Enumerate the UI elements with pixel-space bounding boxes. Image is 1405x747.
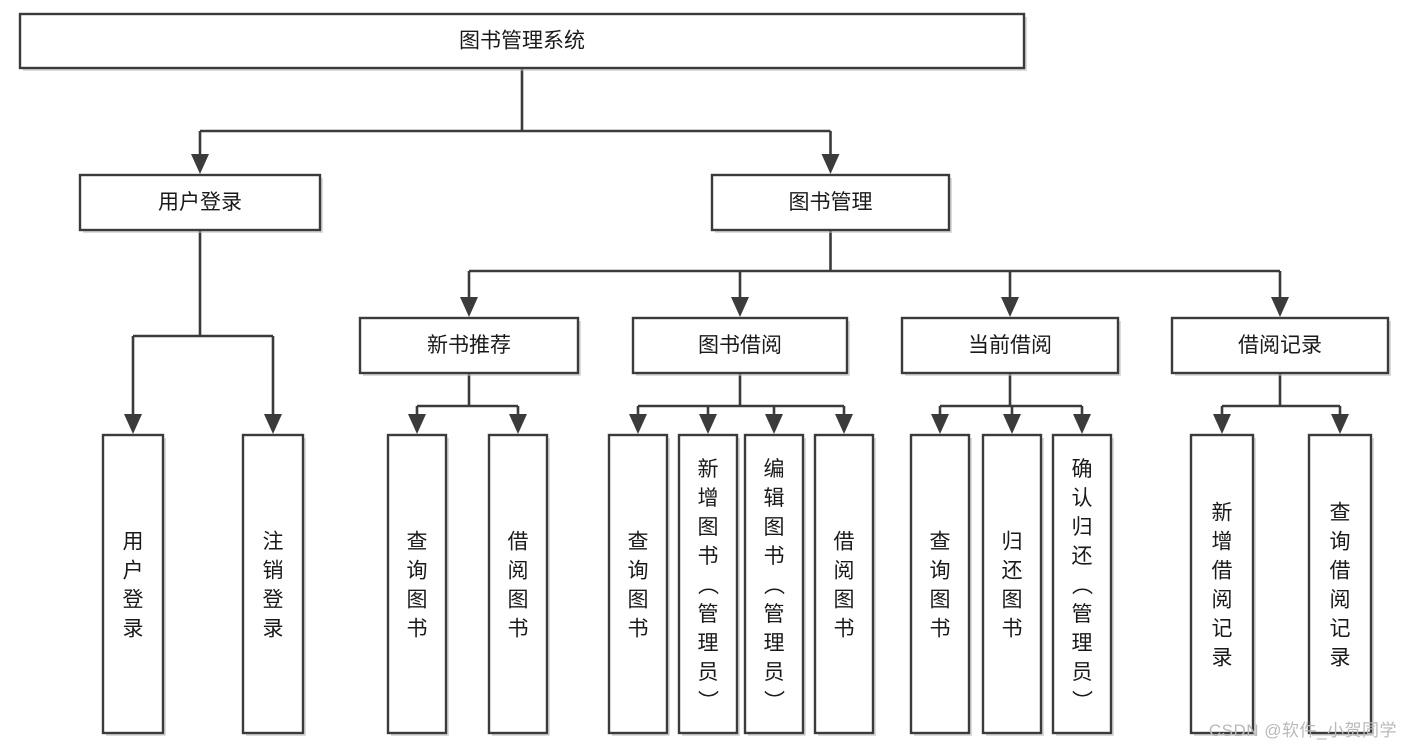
node-label-current-borrow: 当前借阅 <box>968 334 1052 357</box>
arrow-head-leaf-add-book <box>699 414 717 434</box>
node-label-leaf-borrow-book-rec: 借阅图书 <box>508 531 529 641</box>
csdn-watermark: CSDN @软件_小贺同学 <box>1208 721 1397 740</box>
node-box-root[interactable] <box>18 12 1026 70</box>
node-label-leaf-add-record: 新增借阅记录 <box>1212 502 1233 670</box>
node-label-book-borrow: 图书借阅 <box>698 334 782 357</box>
node-box-leaf-borrow-book[interactable] <box>813 433 875 735</box>
node-box-leaf-add-book[interactable] <box>677 433 739 735</box>
arrow-head-current-borrow <box>1001 297 1019 317</box>
node-label-borrow-record: 借阅记录 <box>1238 334 1322 357</box>
node-current-borrow[interactable]: 当前借阅 <box>900 316 1121 376</box>
node-leaf-edit-book[interactable]: 编辑图书（管理员） <box>743 433 806 736</box>
arrow-head-leaf-borrow-book-rec <box>509 414 527 434</box>
arrow-head-new-book-rec <box>460 297 478 317</box>
node-box-new-book-rec[interactable] <box>358 316 580 375</box>
node-label-leaf-query-book-cur: 查询图书 <box>930 531 951 641</box>
node-leaf-return-book[interactable]: 归还图书 <box>981 433 1044 736</box>
arrow-head-leaf-query-record <box>1331 414 1349 434</box>
node-leaf-query-book-cur[interactable]: 查询图书 <box>909 433 972 736</box>
node-box-leaf-return-book[interactable] <box>981 433 1043 735</box>
node-label-leaf-add-book: 新增图书（管理员） <box>698 458 720 713</box>
arrow-head-leaf-query-book-rec <box>408 414 426 434</box>
node-label-leaf-borrow-book: 借阅图书 <box>834 531 855 641</box>
arrow-head-leaf-edit-book <box>765 414 783 434</box>
node-box-leaf-user-login[interactable] <box>101 433 165 735</box>
node-leaf-query-record[interactable]: 查询借阅记录 <box>1307 433 1374 736</box>
node-borrow-record[interactable]: 借阅记录 <box>1170 316 1391 376</box>
arrow-head-leaf-return-book <box>1003 414 1021 434</box>
arrow-head-borrow-record <box>1271 297 1289 317</box>
node-label-user-login: 用户登录 <box>158 191 242 214</box>
arrow-head-leaf-query-book-cur <box>931 414 949 434</box>
node-box-leaf-query-book-rec[interactable] <box>386 433 448 735</box>
arrow-head-book-borrow <box>731 297 749 317</box>
node-book-manage[interactable]: 图书管理 <box>710 173 952 233</box>
node-box-leaf-query-record[interactable] <box>1307 433 1373 735</box>
node-leaf-logout[interactable]: 注销登录 <box>241 433 306 736</box>
node-box-leaf-query-book-cur[interactable] <box>909 433 971 735</box>
node-label-leaf-logout: 注销登录 <box>263 531 284 641</box>
node-label-root: 图书管理系统 <box>459 30 585 53</box>
node-leaf-add-record[interactable]: 新增借阅记录 <box>1189 433 1256 736</box>
node-box-book-manage[interactable] <box>710 173 951 232</box>
node-leaf-query-book-borrow[interactable]: 查询图书 <box>607 433 670 736</box>
node-label-book-manage: 图书管理 <box>789 191 873 214</box>
node-leaf-borrow-book[interactable]: 借阅图书 <box>813 433 876 736</box>
node-box-leaf-add-record[interactable] <box>1189 433 1255 735</box>
arrow-head-leaf-confirm-return <box>1073 414 1091 434</box>
node-box-leaf-edit-book[interactable] <box>743 433 805 735</box>
node-label-leaf-return-book: 归还图书 <box>1002 531 1023 641</box>
node-book-borrow[interactable]: 图书借阅 <box>631 316 850 376</box>
arrow-head-leaf-logout <box>264 414 282 434</box>
arrow-head-leaf-borrow-book <box>835 414 853 434</box>
node-leaf-add-book[interactable]: 新增图书（管理员） <box>677 433 740 736</box>
node-box-book-borrow[interactable] <box>631 316 849 375</box>
node-label-leaf-query-book-borrow: 查询图书 <box>628 531 649 641</box>
node-root[interactable]: 图书管理系统 <box>18 12 1027 71</box>
node-leaf-user-login[interactable]: 用户登录 <box>101 433 166 736</box>
arrow-head-leaf-user-login <box>124 414 142 434</box>
node-new-book-rec[interactable]: 新书推荐 <box>358 316 581 376</box>
connector-layer <box>124 68 1349 434</box>
node-leaf-confirm-return[interactable]: 确认归还（管理员） <box>1051 433 1114 736</box>
node-box-current-borrow[interactable] <box>900 316 1120 375</box>
arrow-head-user-login <box>191 154 209 174</box>
arrow-head-book-manage <box>821 154 840 174</box>
node-leaf-query-book-rec[interactable]: 查询图书 <box>386 433 449 736</box>
node-layer: 图书管理系统用户登录图书管理新书推荐图书借阅当前借阅借阅记录用户登录注销登录查询… <box>18 12 1391 736</box>
node-label-leaf-query-book-rec: 查询图书 <box>407 531 428 641</box>
node-box-leaf-borrow-book-rec[interactable] <box>487 433 549 735</box>
node-box-leaf-logout[interactable] <box>241 433 305 735</box>
arrow-head-leaf-add-record <box>1213 414 1231 434</box>
node-box-borrow-record[interactable] <box>1170 316 1390 375</box>
node-box-leaf-query-book-borrow[interactable] <box>607 433 669 735</box>
node-label-leaf-user-login: 用户登录 <box>123 531 144 641</box>
node-user-login[interactable]: 用户登录 <box>78 173 323 233</box>
node-label-leaf-query-record: 查询借阅记录 <box>1330 502 1351 670</box>
node-leaf-borrow-book-rec[interactable]: 借阅图书 <box>487 433 550 736</box>
node-label-leaf-edit-book: 编辑图书（管理员） <box>764 458 786 713</box>
node-box-user-login[interactable] <box>78 173 322 232</box>
node-label-new-book-rec: 新书推荐 <box>427 334 511 357</box>
node-box-leaf-confirm-return[interactable] <box>1051 433 1113 735</box>
arrow-head-leaf-query-book-borrow <box>629 414 647 434</box>
node-label-leaf-confirm-return: 确认归还（管理员） <box>1072 458 1094 713</box>
